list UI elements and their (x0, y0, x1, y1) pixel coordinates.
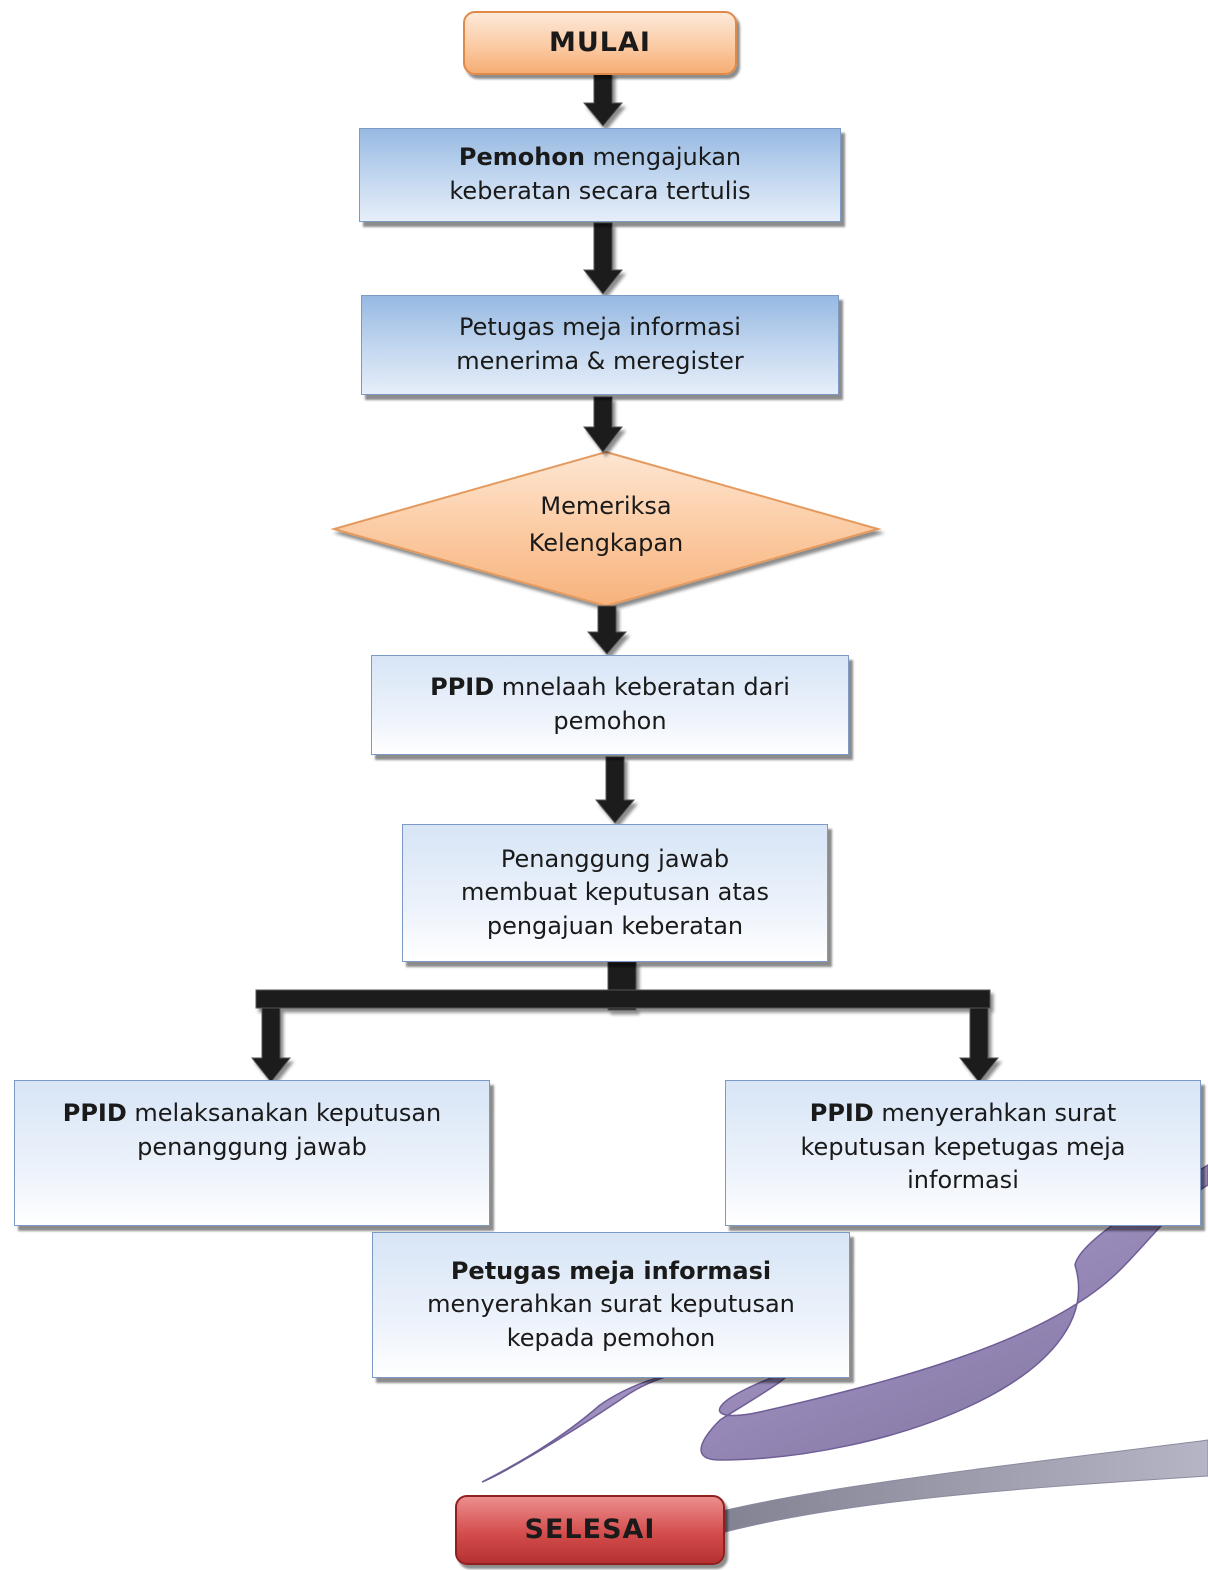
execute-text-line2: penanggung jawab (137, 1132, 367, 1161)
curved-arrow-tail (669, 1439, 1208, 1533)
execute-text: melaksanakan keputusan (126, 1099, 442, 1127)
arrow-decision-to-review (586, 605, 628, 655)
review-actor: PPID (430, 673, 495, 702)
arrow-split-to-handover (958, 1007, 1000, 1083)
decision-line1: Memeriksa (540, 492, 672, 520)
handover-text-line3: informasi (907, 1166, 1019, 1195)
arrow-split-to-execute (250, 1007, 292, 1083)
register-line2: menerima & meregister (456, 347, 744, 375)
curved-arrow-to-end (481, 1164, 1208, 1483)
submit-text-line2: keberatan secara tertulis (449, 177, 751, 205)
deliver-line2: menyerahkan surat keputusan (427, 1290, 795, 1319)
start-terminal: MULAI (463, 11, 737, 75)
deliver-line3: kepada pemohon (506, 1323, 716, 1352)
submit-actor: Pemohon (458, 143, 585, 172)
decide-line3: pengajuan keberatan (486, 911, 744, 940)
start-label: MULAI (549, 27, 651, 59)
end-terminal: SELESAI (455, 1495, 725, 1565)
register-line1: Petugas meja informasi (459, 313, 741, 342)
end-label: SELESAI (524, 1514, 656, 1546)
arrow-submit-to-register (582, 222, 624, 295)
decision-check-label: Memeriksa Kelengkapan (490, 488, 722, 562)
step-ppid-handover: PPID menyerahkan surat keputusan kepetug… (725, 1080, 1201, 1226)
execute-actor: PPID (62, 1099, 127, 1127)
step-responsible-decision: Penanggung jawab membuat keputusan atas … (402, 824, 828, 962)
arrow-review-to-decide (594, 756, 636, 824)
step-submit-objection: Pemohon mengajukan keberatan secara tert… (359, 128, 841, 222)
arrow-start-to-submit (582, 72, 624, 127)
decide-line2: membuat keputusan atas (461, 878, 769, 907)
submit-text: mengajukan (584, 143, 742, 172)
handover-text-line2: keputusan kepetugas meja (800, 1132, 1126, 1161)
step-deliver-decision: Petugas meja informasi menyerahkan surat… (372, 1232, 850, 1378)
step-register: Petugas meja informasi menerima & meregi… (361, 295, 839, 395)
review-text: mnelaah keberatan dari (494, 673, 790, 702)
decide-line1: Penanggung jawab (500, 844, 730, 873)
review-text-line2: pemohon (553, 707, 667, 735)
arrow-split-bar (255, 989, 991, 1009)
step-ppid-review: PPID mnelaah keberatan dari pemohon (371, 655, 849, 755)
deliver-actor: Petugas meja informasi (450, 1256, 772, 1285)
arrow-register-to-decision (582, 396, 624, 453)
handover-text: menyerahkan surat (873, 1099, 1117, 1127)
step-ppid-execute: PPID melaksanakan keputusan penanggung j… (14, 1080, 490, 1226)
decision-line2: Kelengkapan (528, 529, 684, 558)
handover-actor: PPID (809, 1099, 874, 1127)
